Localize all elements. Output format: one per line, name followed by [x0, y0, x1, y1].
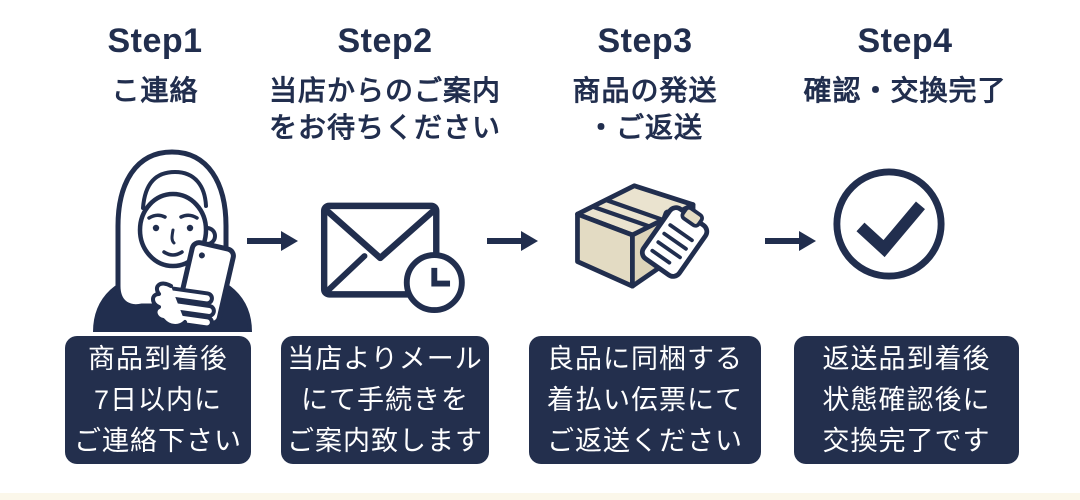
envelope-clock-icon [320, 202, 465, 314]
step-4-title: Step4 [857, 22, 953, 60]
step-2-note-line-1: 当店よりメール [287, 343, 483, 374]
step-3-subtitle-line-2: ・ご返送 [586, 112, 703, 143]
right-arrow-icon-2 [487, 231, 538, 251]
step-4-subtitle-line-1: 確認・交換完了 [803, 75, 1007, 106]
step-2-title: Step2 [337, 22, 433, 60]
step-1-note-line-1: 商品到着後 [88, 343, 228, 374]
step-3-note-line-2: 着払い伝票にて [547, 384, 743, 415]
step-3-subtitle: 商品の発送 ・ご返送 [535, 72, 755, 146]
step-4-note-line-2: 状態確認後に [822, 384, 991, 415]
step-1-note-line-3: ご連絡下さい [74, 425, 242, 456]
step-4-note-line-1: 返送品到着後 [822, 343, 991, 374]
shipping-box-clipboard-icon [575, 183, 710, 289]
step-1-note-line-2: 7日以内に [93, 384, 223, 415]
step-1-subtitle-line-1: こ連絡 [111, 75, 199, 106]
woman-with-smartphone-icon [93, 149, 252, 332]
step-4-note-line-3: 交換完了です [822, 425, 991, 456]
step-3-subtitle-line-1: 商品の発送 [572, 75, 718, 106]
step-1-subtitle: こ連絡 [45, 72, 265, 109]
step-1-note-box: 商品到着後 7日以内に ご連絡下さい [65, 336, 251, 464]
step-2-subtitle-line-1: 当店からのご案内 [268, 75, 501, 106]
step-2-subtitle-line-2: をお待ちください [268, 112, 501, 143]
step-3-note-line-1: 良品に同梱する [547, 343, 743, 374]
right-arrow-icon-1 [247, 231, 298, 251]
step-3-title: Step3 [597, 22, 693, 60]
step-2-note-line-3: ご案内致します [287, 425, 483, 456]
right-arrow-icon-3 [765, 231, 816, 251]
step-1-title: Step1 [107, 22, 203, 60]
step-3-note-box: 良品に同梱する 着払い伝票にて ご返送ください [529, 336, 761, 464]
check-circle-icon [833, 168, 945, 280]
step-4-subtitle: 確認・交換完了 [782, 72, 1028, 109]
step-3-note-line-3: ご返送ください [547, 425, 743, 456]
step-2-subtitle: 当店からのご案内 をお待ちください [262, 72, 508, 146]
step-4-note-box: 返送品到着後 状態確認後に 交換完了です [794, 336, 1019, 464]
step-2-note-box: 当店よりメール にて手続きを ご案内致します [281, 336, 489, 464]
step-2-note-line-2: にて手続きを [301, 384, 469, 415]
bottom-accent-strip [0, 493, 1080, 500]
